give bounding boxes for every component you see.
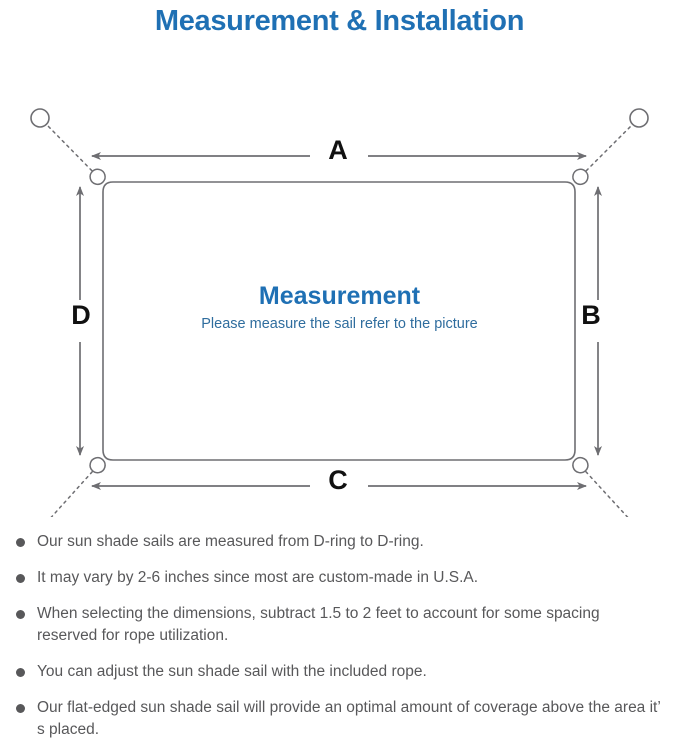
dimension-label-d: D [71, 300, 91, 330]
list-item: When selecting the dimensions, subtract … [14, 603, 661, 647]
page-title: Measurement & Installation [154, 5, 525, 37]
anchor-circle-top-left [30, 108, 50, 128]
sail-outline [102, 181, 576, 461]
measurement-diagram: A B C D Measurement Please measure the s… [0, 42, 679, 517]
anchor-circle-top-right [629, 108, 649, 128]
d-rings [89, 168, 589, 474]
note-text: Our sun shade sails are measured from D-… [37, 533, 424, 550]
dimension-label-a: A [328, 135, 348, 165]
bullet-icon [16, 610, 25, 619]
rope-line-bottom-left [50, 461, 102, 517]
note-text: You can adjust the sun shade sail with t… [37, 663, 427, 680]
anchor-points [30, 108, 649, 128]
list-item: Our sun shade sails are measured from D-… [14, 531, 661, 553]
bullet-icon [16, 574, 25, 583]
d-ring-top-left [89, 168, 106, 185]
bullet-icon [16, 538, 25, 547]
list-item: It may vary by 2-6 inches since most are… [14, 567, 661, 589]
note-text: It may vary by 2-6 inches since most are… [37, 569, 479, 586]
rope-lines [46, 124, 633, 517]
dimension-label-c: C [328, 465, 348, 495]
rope-line-bottom-right [576, 461, 629, 517]
note-text: When selecting the dimensions, subtract … [37, 605, 600, 644]
bullet-icon [16, 704, 25, 713]
bullet-icon [16, 668, 25, 677]
d-ring-top-right [572, 168, 589, 185]
notes-list: Our sun shade sails are measured from D-… [0, 517, 679, 741]
diagram-svg [30, 108, 649, 517]
note-text: Our flat-edged sun shade sail will provi… [37, 699, 661, 738]
rope-line-top-right [576, 124, 633, 181]
d-ring-bottom-left [89, 457, 106, 474]
dimension-label-b: B [581, 300, 601, 330]
list-item: Our flat-edged sun shade sail will provi… [14, 697, 661, 741]
d-ring-bottom-right [572, 457, 589, 474]
list-item: You can adjust the sun shade sail with t… [14, 661, 661, 683]
